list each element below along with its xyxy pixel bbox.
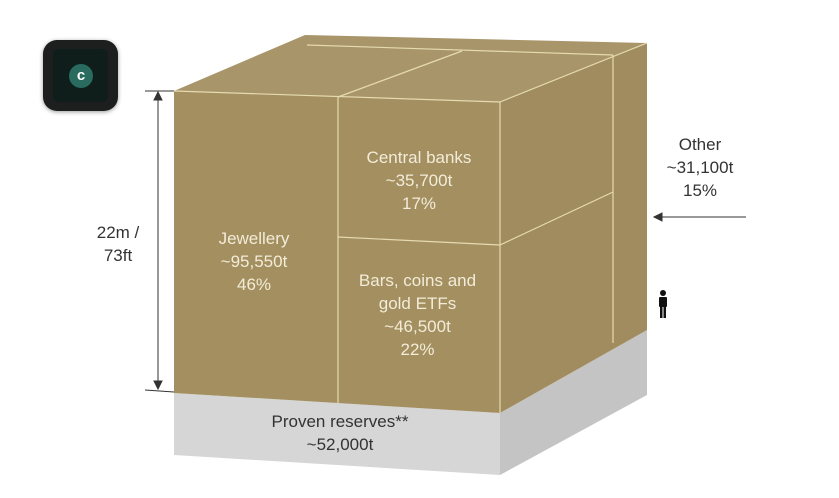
proven-reserves: Proven reserves** ~52,000t bbox=[230, 410, 450, 456]
reserves-front bbox=[174, 393, 500, 475]
height-arrow bbox=[144, 90, 175, 393]
segment-dividers bbox=[173, 42, 648, 413]
segment-share: 17% bbox=[401, 194, 437, 213]
height-label-meters: 22m / bbox=[96, 223, 140, 242]
segment-share: 22% bbox=[400, 340, 435, 359]
segment-jewellery: Jewellery ~95,550t 46% bbox=[184, 227, 324, 296]
segment-label: Central banks bbox=[366, 148, 472, 167]
segment-share: 46% bbox=[236, 275, 272, 294]
segment-amount: ~95,550t bbox=[220, 252, 288, 271]
segment-amount: ~35,700t bbox=[385, 171, 453, 190]
segment-other: Other ~31,100t 15% bbox=[650, 133, 750, 202]
other-arrow bbox=[652, 212, 746, 222]
reserves-side bbox=[500, 330, 647, 475]
cube-side bbox=[500, 43, 647, 413]
app-logo-icon: c bbox=[69, 64, 93, 88]
app-logo-inner: c bbox=[53, 49, 108, 102]
segment-label-cont: gold ETFs bbox=[378, 294, 457, 313]
app-logo-button[interactable]: c bbox=[43, 40, 118, 111]
segment-amount: ~46,500t bbox=[384, 317, 451, 336]
person-icon bbox=[659, 290, 667, 318]
segment-bars-coins-etfs: Bars, coins and gold ETFs ~46,500t 22% bbox=[340, 269, 495, 361]
segment-amount: ~31,100t bbox=[666, 158, 734, 177]
reserves-amount: ~52,000t bbox=[306, 435, 374, 454]
height-label-feet: 73ft bbox=[103, 246, 133, 265]
reserves-label: Proven reserves** bbox=[271, 412, 409, 431]
cube-front bbox=[174, 91, 500, 413]
segment-label: Bars, coins and bbox=[358, 271, 477, 290]
segment-label: Jewellery bbox=[218, 229, 290, 248]
segment-central-banks: Central banks ~35,700t 17% bbox=[344, 146, 494, 215]
height-label: 22m / 73ft bbox=[78, 221, 158, 267]
segment-share: 15% bbox=[682, 181, 718, 200]
segment-label: Other bbox=[678, 135, 722, 154]
